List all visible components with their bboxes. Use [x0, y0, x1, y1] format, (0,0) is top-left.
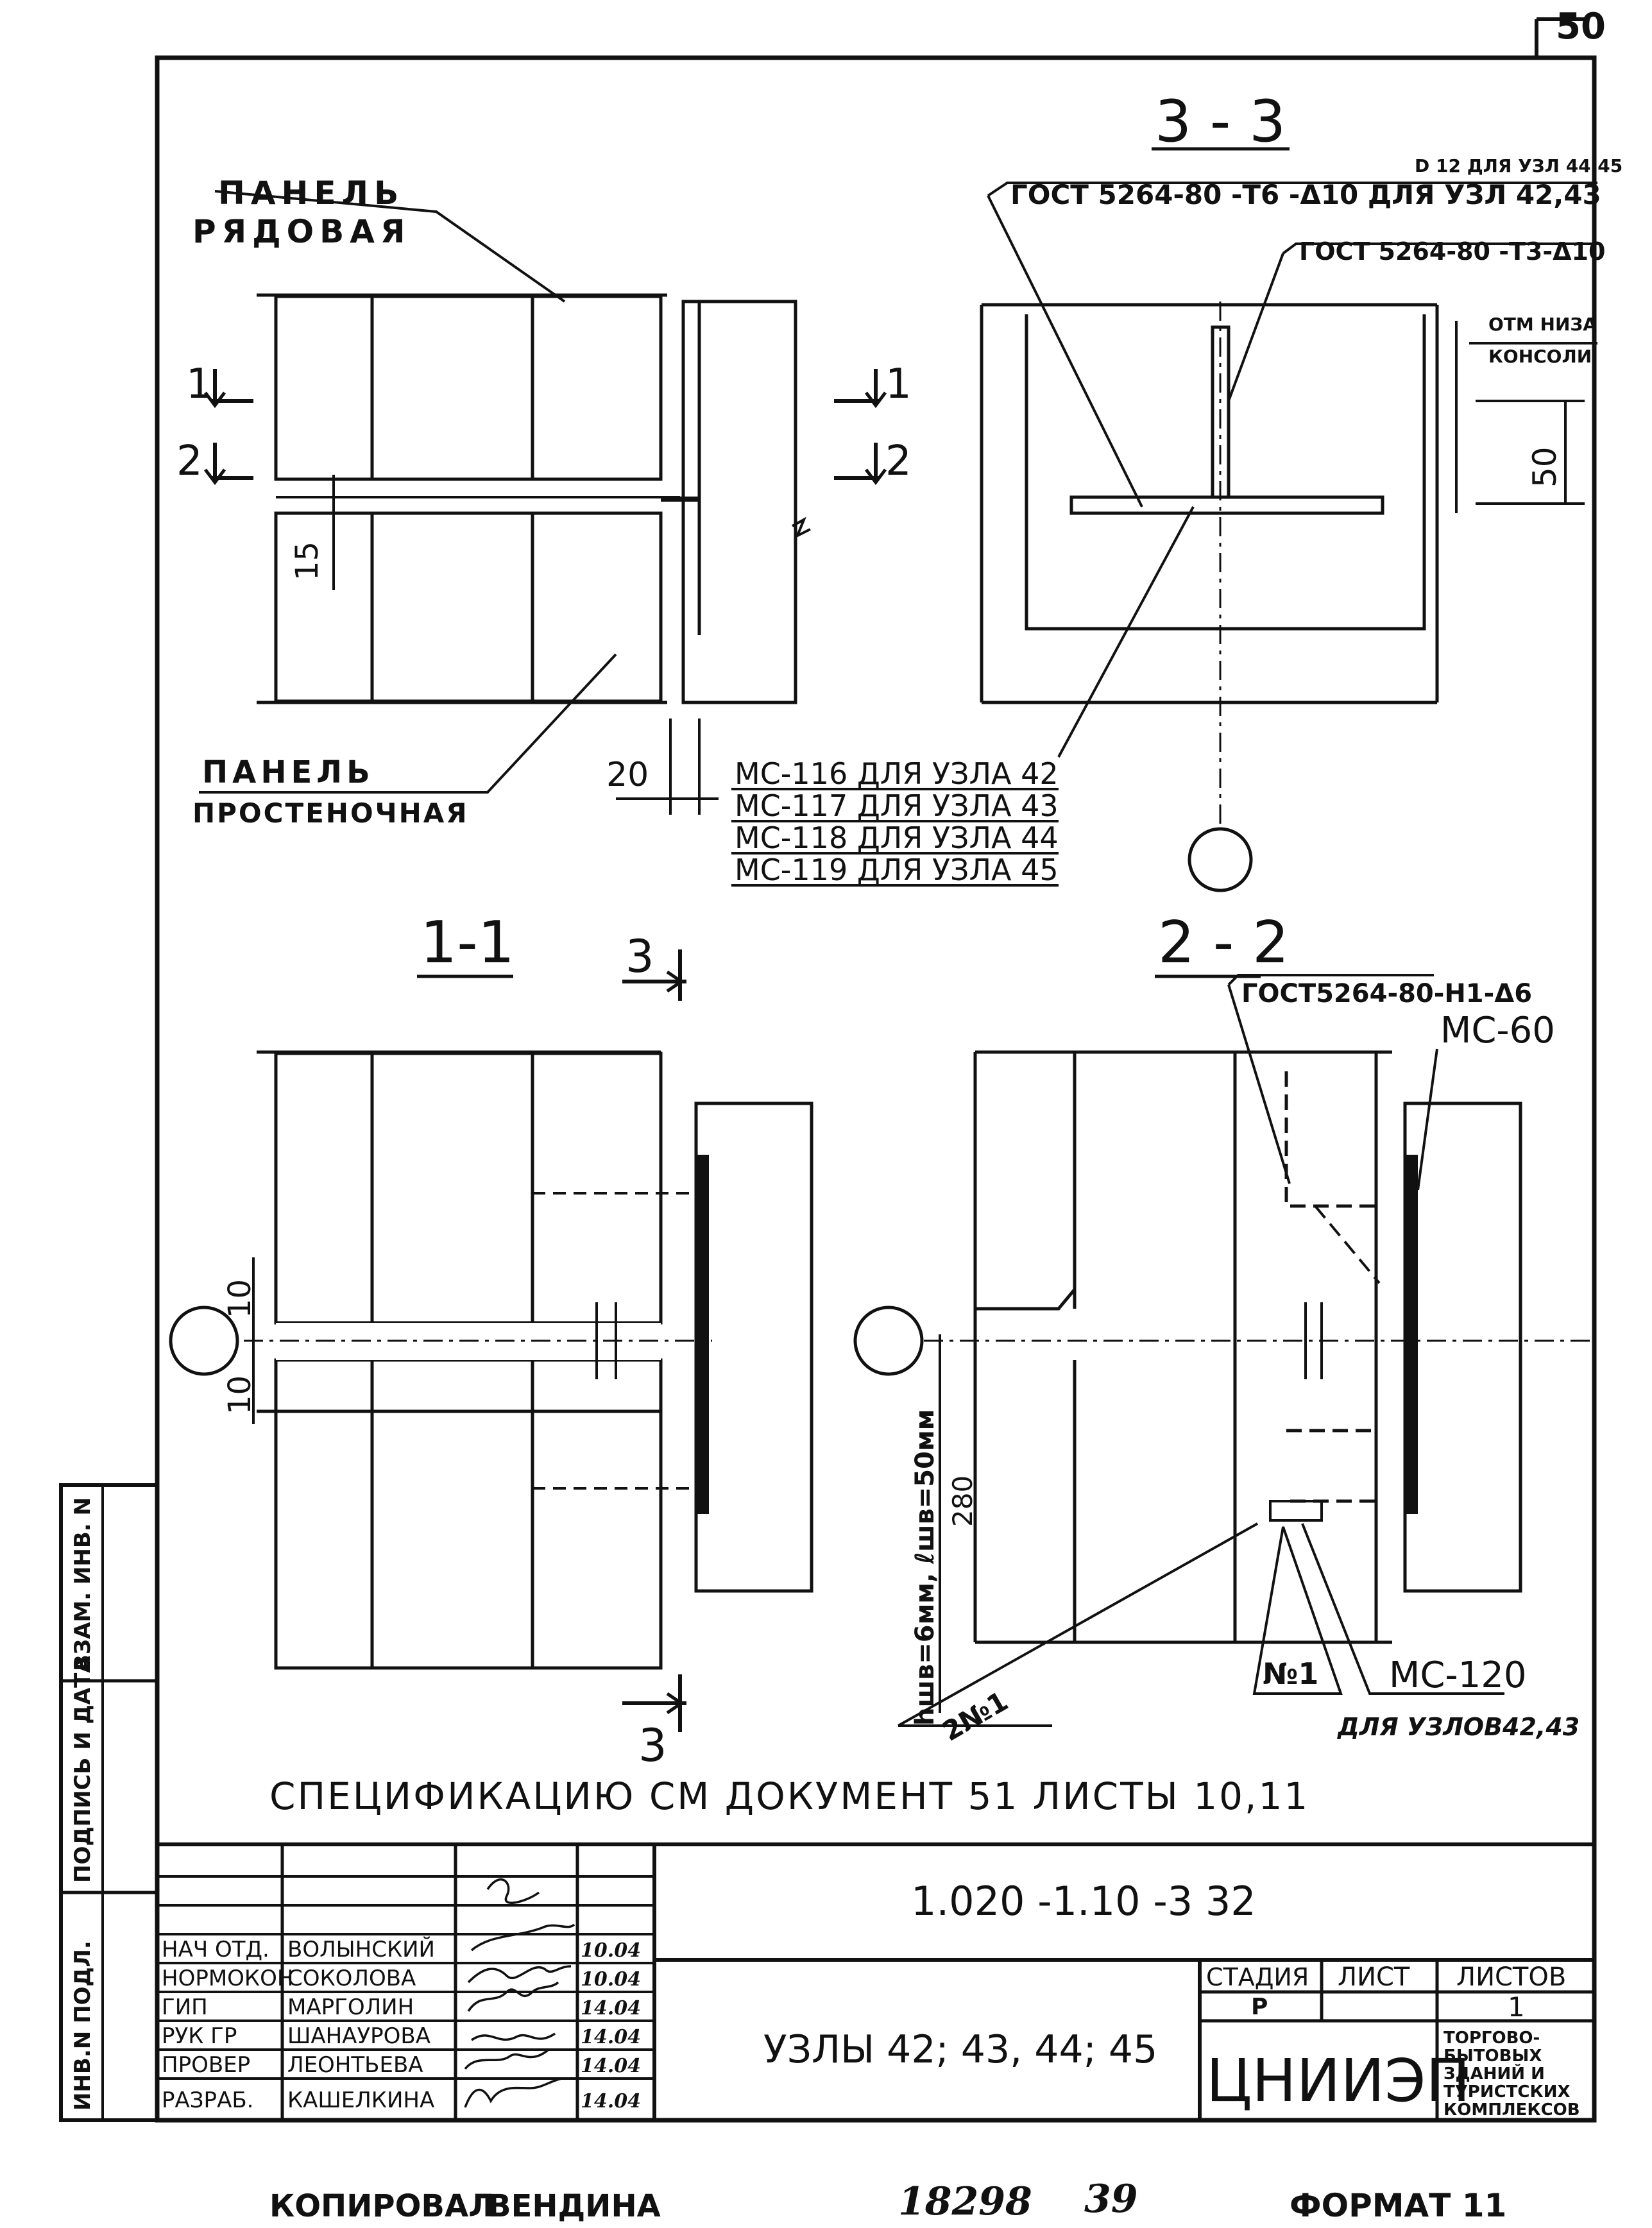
- staff-date: 14.04: [581, 1997, 641, 2020]
- mark-console-label: КОНСОЛИ: [1488, 346, 1592, 367]
- side-stamp-replace: ВЗАМ. ИНВ. N: [70, 1497, 96, 1671]
- doc-code: 1.020 -1.10 -3 32: [911, 1878, 1256, 1925]
- org-desc-3: ЗДАНИЙ И: [1443, 2063, 1545, 2084]
- panel-wall-label-2: ПРОСТЕНОЧНАЯ: [192, 797, 469, 829]
- panel-wall-label-1: ПАНЕЛЬ: [202, 754, 375, 790]
- section-1-1-title: 1-1: [420, 909, 515, 976]
- org-desc-1: ТОРГОВО-: [1443, 2028, 1540, 2048]
- panel-row-label-2: РЯДОВАЯ: [192, 213, 411, 250]
- staff-name: МАРГОЛИН: [287, 1994, 414, 2020]
- sheets-header: ЛИСТОВ: [1456, 1962, 1566, 1992]
- mc-list-item-3: МС-118 ДЛЯ УЗЛА 44: [735, 821, 1059, 855]
- signature: [471, 2032, 556, 2041]
- format-label: ФОРМАТ 11: [1290, 2187, 1506, 2224]
- gost-t3-label: ГОСТ 5264-80 -Т3-Δ10: [1299, 237, 1605, 266]
- dim-10-bottom: 10: [222, 1375, 258, 1415]
- section-2-2-title: 2 - 2: [1158, 909, 1289, 976]
- staff-name: СОКОЛОВА: [287, 1966, 416, 1991]
- mc-list-item-1: МС-116 ДЛЯ УЗЛА 42: [735, 756, 1059, 791]
- sheet-title: УЗЛЫ 42; 43, 44; 45: [763, 2027, 1157, 2072]
- cut-mark-3-bottom: 3: [638, 1719, 667, 1772]
- staff-role: РУК ГР: [162, 2023, 237, 2049]
- footer-number-2: 39: [1084, 2177, 1138, 2222]
- org-desc-2: БЫТОВЫХ: [1443, 2046, 1542, 2066]
- section-3-3-title: 3 - 3: [1155, 88, 1286, 155]
- top-left-detail: [199, 190, 887, 815]
- sheet-corner-number: 50: [1556, 6, 1606, 47]
- mc-list-item-2: МС-117 ДЛЯ УЗЛА 43: [735, 788, 1059, 823]
- signatures: [464, 1878, 575, 2108]
- staff-role: ГИП: [162, 1994, 208, 2020]
- copied-name: ВЕНДИНА: [488, 2188, 661, 2224]
- org-desc-4: ТУРИСТСКИХ: [1443, 2082, 1571, 2102]
- staff-date: 14.04: [581, 2090, 641, 2113]
- two-no1-label: 2№1: [937, 1685, 1014, 1748]
- gost-n1-label: ГОСТ5264-80-Н1-Δ6: [1241, 979, 1532, 1008]
- title-block-grid: [157, 1842, 1594, 2120]
- staff-name: ШАНАУРОВА: [287, 2023, 430, 2049]
- sheet-frame: [155, 17, 1597, 2123]
- footer-number: 18298: [898, 2179, 1032, 2224]
- cut-mark-1-left: 1: [186, 361, 212, 408]
- staff-name: КАШЕЛКИНА: [287, 2088, 434, 2113]
- section-1-1: [169, 949, 813, 1732]
- mc120-label: МС-120: [1389, 1654, 1527, 1696]
- dim-50: 50: [1526, 446, 1563, 488]
- mc120-for-label: ДЛЯ УЗЛОВ42,43: [1337, 1713, 1580, 1741]
- staff-role: НАЧ ОТД.: [162, 1937, 269, 1962]
- dim-280: 280: [947, 1475, 978, 1527]
- panel-row-label-1: ПАНЕЛЬ: [218, 174, 404, 212]
- staff-date: 10.04: [581, 1939, 641, 1962]
- side-stamp-sign: ПОДПИСЬ И ДАТА: [70, 1656, 96, 1883]
- dim-10-top: 10: [222, 1279, 258, 1318]
- signature: [470, 1878, 575, 1952]
- staff-role: ПРОВЕР: [162, 2052, 250, 2078]
- specification-note: СПЕЦИФИКАЦИЮ СМ ДОКУМЕНТ 51 ЛИСТЫ 10,11: [269, 1774, 1309, 1818]
- section-3-3: [980, 147, 1597, 892]
- mc-list-item-4: МС-119 ДЛЯ УЗЛА 45: [735, 853, 1059, 887]
- signature: [464, 2048, 550, 2070]
- staff-role: НОРМОКОН: [162, 1966, 293, 1991]
- dim-15: 15: [289, 541, 325, 581]
- side-stamp-inv: ИНВ.N ПОДЛ.: [70, 1941, 96, 2111]
- gost-t6-label: ГОСТ 5264-80 -Т6 -Δ10 ДЛЯ УЗЛ 42,43: [1010, 179, 1601, 210]
- staff-date: 14.04: [581, 2055, 641, 2077]
- mc60-label: МС-60: [1440, 1010, 1555, 1051]
- cut-mark-2-left: 2: [176, 438, 203, 485]
- mc-list-lines: [731, 506, 1195, 887]
- sheets-value: 1: [1508, 1991, 1525, 2023]
- staff-date: 14.04: [581, 2026, 641, 2048]
- copied-label: КОПИРОВАЛ: [269, 2188, 494, 2224]
- signature: [467, 1981, 559, 2012]
- signature: [464, 2077, 562, 2108]
- cut-mark-3-top: 3: [626, 930, 654, 983]
- dim-20: 20: [606, 756, 649, 794]
- cut-mark-1-right: 1: [885, 361, 912, 408]
- cut-mark-2-right: 2: [885, 438, 912, 485]
- signature: [467, 1965, 572, 1984]
- staff-rows: НАЧ ОТД. ВОЛЫНСКИЙ 10.04 НОРМОКОН СОКОЛО…: [162, 1936, 641, 2113]
- staff-name: ВОЛЫНСКИЙ: [287, 1936, 435, 1962]
- org-desc-5: КОМПЛЕКСОВ: [1443, 2100, 1580, 2120]
- weld-size-label: hшв=6мм, ℓшв=50мм: [910, 1409, 940, 1726]
- org-name: ЦНИИЭП: [1206, 2046, 1470, 2115]
- sheet-header: ЛИСТ: [1338, 1962, 1410, 1992]
- staff-role: РАЗРАБ.: [162, 2088, 253, 2113]
- section-2-2: [853, 974, 1591, 1727]
- stage-header: СТАДИЯ: [1206, 1963, 1309, 1991]
- stage-value: Р: [1251, 1994, 1268, 2020]
- no1-label: №1: [1263, 1656, 1318, 1691]
- staff-date: 10.04: [581, 1968, 641, 1991]
- staff-name: ЛЕОНТЬЕВА: [287, 2052, 423, 2078]
- mark-low-label: ОТМ НИЗА: [1488, 314, 1597, 335]
- side-stamp: ИНВ.N ПОДЛ. ПОДПИСЬ И ДАТА ВЗАМ. ИНВ. N: [59, 1483, 159, 2122]
- rebar-d12-label: D 12 ДЛЯ УЗЛ 44,45: [1415, 155, 1622, 176]
